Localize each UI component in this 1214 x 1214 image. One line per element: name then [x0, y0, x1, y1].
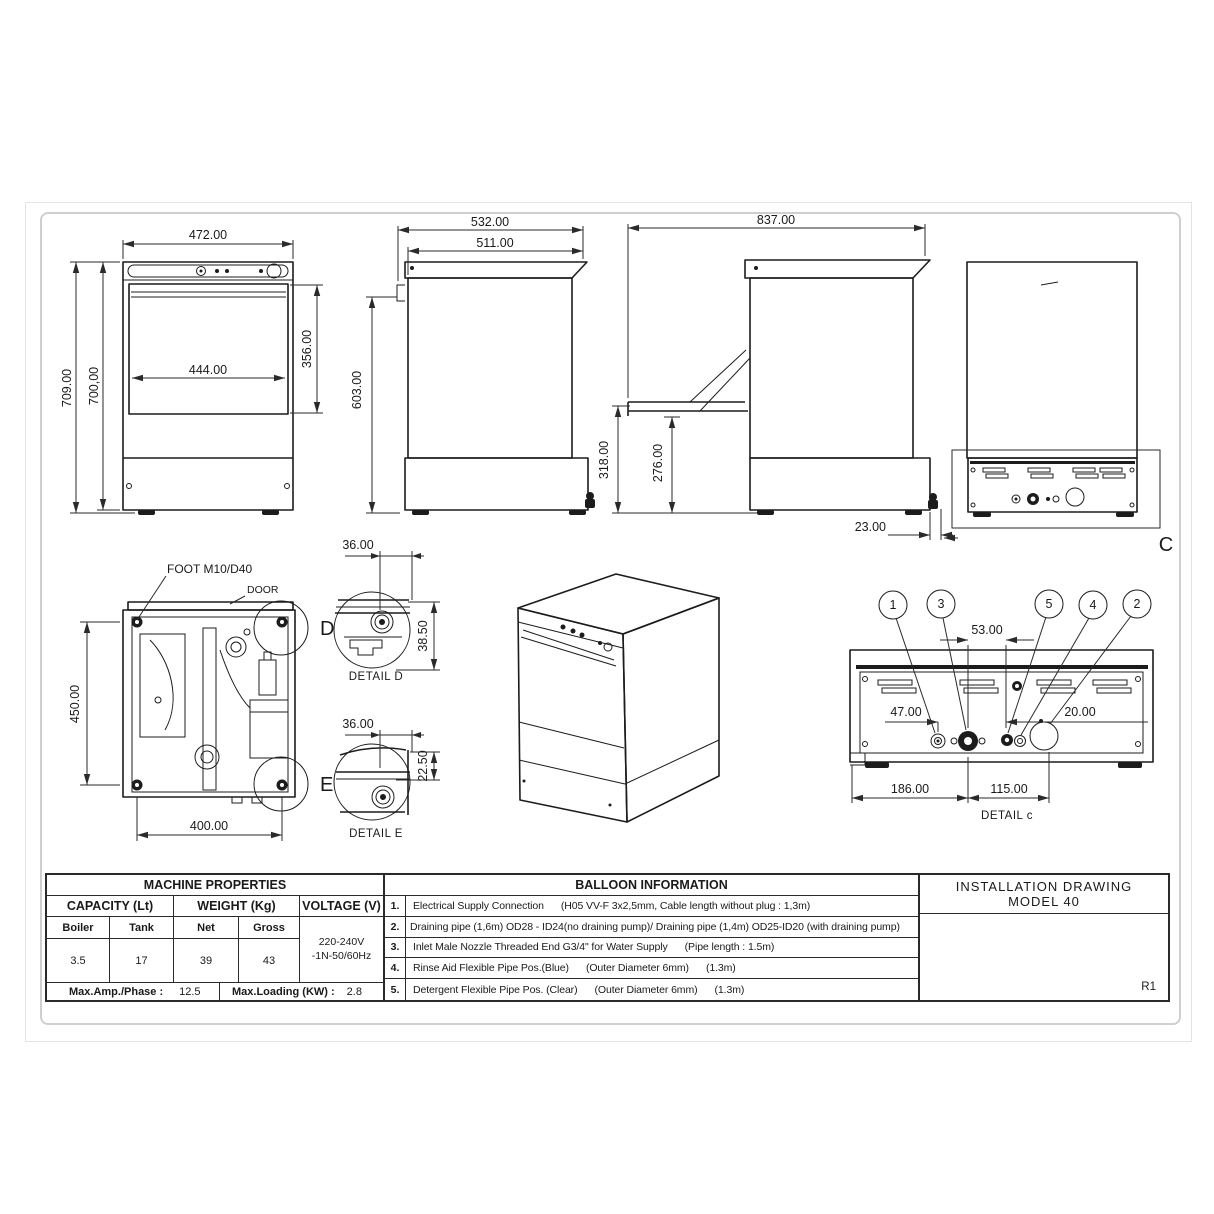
balloon-row-5: 5. Detergent Flexible Pipe Pos. (Clear)(… — [385, 979, 918, 1000]
side-view-open: 837.00 318.00 276.00 23.00 — [597, 213, 953, 540]
balloon-callouts: 1 3 5 4 2 — [878, 589, 1152, 736]
balloon-row-2: 2. Draining pipe (1,6m) OD28 - ID24(no d… — [385, 916, 918, 938]
rear-view: C — [944, 261, 1173, 556]
gross-value: 43 — [239, 939, 300, 983]
balloon-row-4: 4. Rinse Aid Flexible Pipe Pos.(Blue)(Ou… — [385, 958, 918, 980]
dim-open-height-door: 276.00 — [651, 444, 665, 482]
max-loading-cell: Max.Loading (KW) : 2.8 — [220, 983, 383, 1000]
max-loading-value: 2.8 — [346, 985, 362, 998]
dim-front-height-total: 709.00 — [60, 369, 74, 407]
sheet-inner-frame — [40, 212, 1181, 1025]
machine-properties-table: MACHINE PROPERTIES CAPACITY (Lt) WEIGHT … — [45, 873, 385, 1002]
balloon-row-2-num: 2. — [385, 916, 406, 937]
net-col-header: Net — [174, 917, 239, 939]
section-label-c: C — [1159, 534, 1173, 556]
max-ratings-row: Max.Amp./Phase : 12.5 Max.Loading (KW) :… — [47, 983, 383, 1000]
balloon-row-1-text: Electrical Supply Connection — [413, 899, 544, 912]
dim-side-depth-body: 511.00 — [476, 236, 513, 250]
dim-open-height-table: 318.00 — [597, 441, 611, 479]
voltage-value: 220-240V -1N-50/60Hz — [300, 917, 383, 983]
balloon-row-3-num: 3. — [385, 937, 406, 958]
balloon-5: 5 — [1046, 597, 1053, 611]
dim-front-height-body: 700,00 — [87, 367, 101, 405]
dim-c-47: 47.00 — [890, 705, 921, 719]
plan-view: D E FOOT M10/D40 DOOR 450.00 400.00 — [68, 562, 334, 841]
max-loading-label: Max.Loading (KW) : — [232, 985, 335, 998]
revision-cell: R1 — [920, 914, 1168, 1000]
dim-detail-d-offset: 36.00 — [342, 538, 373, 552]
dim-detail-d-height: 38.50 — [416, 620, 430, 651]
dim-front-door-height: 356.00 — [300, 330, 314, 368]
dim-c-20: 20.00 — [1064, 705, 1095, 719]
boiler-value: 3.5 — [47, 939, 110, 983]
detail-letter-d: D — [320, 618, 334, 640]
isometric-view — [517, 573, 720, 823]
dim-detail-e-offset: 36.00 — [342, 717, 373, 731]
dim-c-186: 186.00 — [891, 782, 929, 796]
balloon-information-title: BALLOON INFORMATION — [385, 875, 918, 896]
front-view: 472.00 709.00 700,00 444.00 356.00 — [60, 228, 323, 515]
drawing-title: INSTALLATION DRAWING MODEL 40 — [920, 875, 1168, 914]
balloon-row-5-num: 5. — [385, 979, 406, 1000]
detail-letter-e: E — [320, 774, 333, 796]
door-label: DOOR — [247, 584, 279, 596]
dim-side-depth-total: 532.00 — [471, 215, 509, 229]
balloon-4: 4 — [1090, 598, 1097, 612]
max-amp-cell: Max.Amp./Phase : 12.5 — [47, 983, 220, 1000]
dim-plan-width: 400.00 — [190, 819, 228, 833]
dim-detail-e-height: 22.50 — [416, 750, 430, 781]
max-amp-label: Max.Amp./Phase : — [69, 985, 164, 998]
foot-label: FOOT M10/D40 — [167, 562, 252, 576]
weight-header: WEIGHT (Kg) — [174, 896, 300, 917]
detail-d-title: DETAIL D — [349, 671, 403, 683]
voltage-line2: -1N-50/60Hz — [311, 949, 372, 962]
tank-col-header: Tank — [110, 917, 174, 939]
title-block: INSTALLATION DRAWING MODEL 40 R1 — [918, 873, 1170, 1002]
balloon-information-table: BALLOON INFORMATION 1. Electrical Supply… — [383, 873, 920, 1002]
revision-label: R1 — [1141, 981, 1156, 993]
side-view: 532.00 511.00 603.00 — [350, 215, 595, 515]
detail-c-title: DETAIL c — [981, 810, 1033, 822]
balloon-row-2-text: Draining pipe (1,6m) OD28 - ID24(no drai… — [410, 920, 900, 933]
dim-plan-depth: 450.00 — [68, 685, 82, 723]
dim-front-width: 472.00 — [189, 228, 227, 242]
balloon-row-5-text: Detergent Flexible Pipe Pos. (Clear) — [413, 983, 578, 996]
dim-c-115: 115.00 — [990, 782, 1027, 796]
balloon-1: 1 — [890, 598, 897, 612]
detail-d-view: 36.00 38.50 DETAIL D — [333, 538, 440, 683]
tank-value: 17 — [110, 939, 174, 983]
balloon-row-3: 3. Inlet Male Nozzle Threaded End G3/4" … — [385, 937, 918, 959]
max-amp-value: 12.5 — [179, 985, 201, 998]
balloon-3: 3 — [938, 597, 945, 611]
balloon-2: 2 — [1134, 597, 1141, 611]
voltage-header: VOLTAGE (V) — [300, 896, 383, 917]
dim-open-depth: 837.00 — [757, 213, 795, 227]
dim-side-height-counter: 603.00 — [350, 371, 364, 409]
balloon-row-3-text: Inlet Male Nozzle Threaded End G3/4" for… — [413, 941, 668, 954]
balloon-row-1-num: 1. — [385, 896, 406, 916]
capacity-header: CAPACITY (Lt) — [47, 896, 174, 917]
dim-c-53: 53.00 — [971, 623, 1002, 637]
drawing-title-line1: INSTALLATION DRAWING — [955, 879, 1133, 894]
detail-c-view: 1 3 5 4 2 53.00 47.00 20.00 186.00 115.0… — [849, 589, 1154, 822]
balloon-row-1: 1. Electrical Supply Connection(H05 VV-F… — [385, 896, 918, 917]
voltage-line1: 220-240V — [318, 935, 365, 948]
balloon-row-4-text: Rinse Aid Flexible Pipe Pos.(Blue) — [413, 962, 569, 975]
gross-col-header: Gross — [239, 917, 300, 939]
machine-properties-title: MACHINE PROPERTIES — [47, 875, 383, 896]
balloon-row-4-num: 4. — [385, 958, 406, 979]
drawing-title-line2: MODEL 40 — [1008, 894, 1080, 909]
detail-e-title: DETAIL E — [349, 828, 403, 840]
detail-e-view: 36.00 22.50 DETAIL E — [333, 717, 440, 840]
net-value: 39 — [174, 939, 239, 983]
sheet-outer-frame — [25, 202, 1192, 1042]
boiler-col-header: Boiler — [47, 917, 110, 939]
dim-front-door-width: 444.00 — [189, 363, 227, 377]
dim-rear-offset: 23.00 — [855, 520, 886, 534]
